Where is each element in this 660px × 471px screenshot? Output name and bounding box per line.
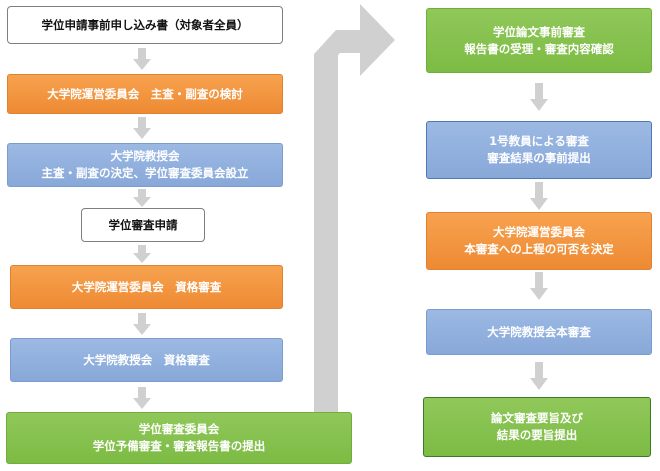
down-arrow-icon: [530, 272, 548, 300]
step-degree-review-committee: 学位審査委員会 学位予備審査・審査報告書の提出: [6, 412, 352, 464]
down-arrow-icon: [133, 117, 151, 139]
down-arrow-icon: [530, 362, 548, 390]
down-arrow-icon: [133, 313, 151, 335]
step-committee-qualification-review: 大学院運営委員会 資格審査: [10, 265, 283, 309]
step-summary-submission: 論文審査要旨及び 結果の要旨提出: [423, 397, 651, 457]
step-label: 学位申請事前申し込み書（対象者全員）: [41, 17, 249, 32]
step-faculty-council-examiner-decision: 大学院教授会 主査・副査の決定、学位審査委員会設立: [7, 143, 283, 187]
step-label: 報告書の受理・審査内容確認: [464, 41, 614, 56]
down-arrow-icon: [530, 182, 548, 210]
step-label: 大学院教授会本審査: [487, 324, 591, 339]
step-label: 学位予備審査・審査報告書の提出: [92, 439, 266, 453]
step-label: 大学院運営委員会 資格審査: [71, 279, 222, 294]
step-degree-application: 学位審査申請: [81, 208, 205, 242]
down-arrow-icon: [133, 245, 151, 263]
step-label: 論文審査要旨及び: [491, 411, 583, 425]
step-label: 大学院運営委員会 主査・副査の検討: [47, 86, 243, 101]
step-label: 審査結果の事前提出: [487, 151, 591, 165]
step-label: 大学院教授会: [110, 149, 180, 163]
step-label: 主査・副査の決定、学位審査委員会設立: [41, 166, 249, 180]
step-label: 大学院教授会 資格審査: [83, 352, 210, 367]
step-faculty-council-final-review: 大学院教授会本審査: [426, 309, 652, 355]
step-label: 学位審査申請: [108, 217, 178, 232]
step-preliminary-report-receipt: 学位論文事前審査 報告書の受理・審査内容確認: [426, 8, 652, 73]
step-label: 学位審査委員会: [138, 422, 220, 436]
step-committee-final-submission-decision: 大学院運営委員会 本審査への上程の可否を決定: [426, 212, 652, 270]
down-arrow-icon: [530, 83, 548, 111]
step-committee-examiner-review: 大学院運営委員会 主査・副査の検討: [7, 74, 283, 114]
step-label: 1号教員による審査: [489, 134, 589, 148]
step-label: 学位論文事前審査: [493, 24, 585, 39]
connector-arrow-shape: [314, 4, 395, 418]
step-primary-faculty-review: 1号教員による審査 審査結果の事前提出: [426, 121, 652, 179]
down-arrow-icon: [133, 48, 151, 70]
step-label: 大学院運営委員会: [493, 225, 585, 239]
down-arrow-icon: [133, 189, 151, 207]
step-pre-application: 学位申請事前申し込み書（対象者全員）: [7, 6, 283, 44]
step-faculty-council-qualification-review: 大学院教授会 資格審査: [10, 338, 283, 382]
step-label: 結果の要旨提出: [496, 428, 578, 442]
down-arrow-icon: [133, 387, 151, 409]
step-label: 本審査への上程の可否を決定: [464, 242, 614, 256]
